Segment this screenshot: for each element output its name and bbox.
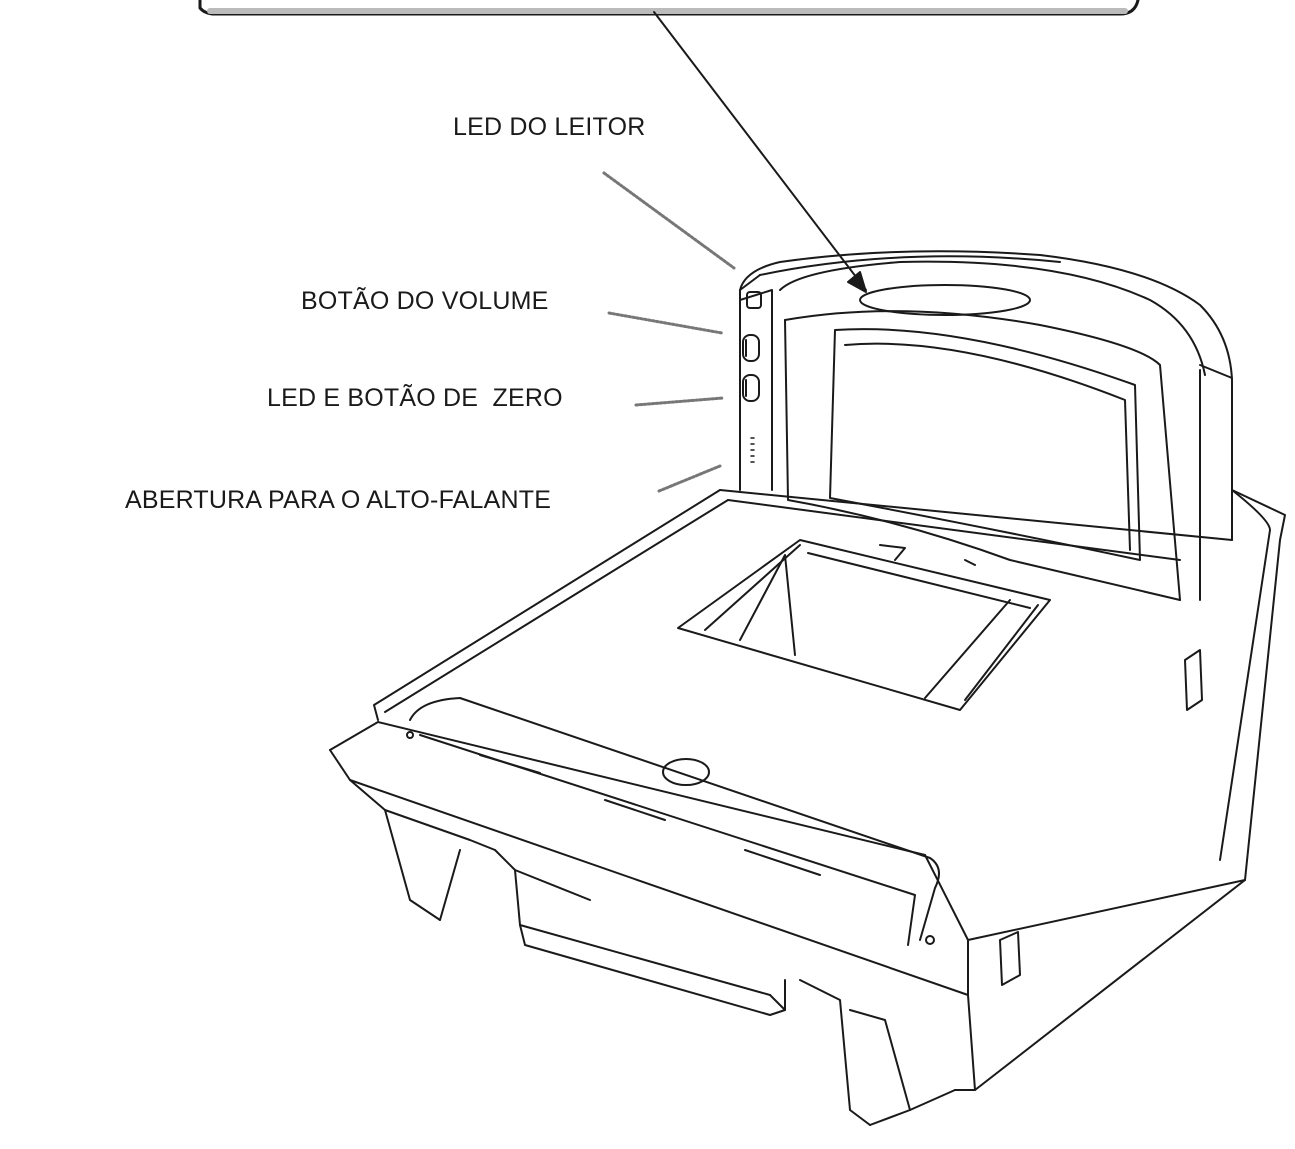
leader-volume	[607, 311, 724, 335]
platter	[329, 489, 1286, 996]
speaker-grill	[750, 437, 755, 463]
label-led-e-botao-de-zero: LED E BOTÃO DE ZERO	[267, 384, 563, 412]
horizontal-window	[677, 539, 1051, 711]
tower-housing	[739, 250, 1233, 601]
leader-zero	[634, 396, 725, 407]
top-window-slot	[859, 284, 1031, 316]
front-button	[662, 758, 710, 786]
front-rail	[409, 697, 940, 941]
zero-button	[742, 374, 760, 402]
leader-alto	[657, 464, 722, 493]
vertical-window-frame	[784, 310, 1181, 601]
leader-lines	[602, 171, 736, 493]
arrow-to-window	[653, 11, 867, 293]
callout-box	[198, 0, 1140, 16]
volume-button	[742, 334, 760, 362]
leader-led-leitor	[602, 171, 736, 270]
label-botao-do-volume: BOTÃO DO VOLUME	[301, 287, 549, 315]
label-abertura-alto-falante: ABERTURA PARA O ALTO-FALANTE	[125, 486, 552, 514]
base-body	[349, 779, 1246, 1126]
led-leitor-indicator	[746, 291, 762, 309]
label-led-do-leitor: LED DO LEITOR	[453, 113, 646, 141]
vertical-window-glass	[829, 328, 1141, 561]
